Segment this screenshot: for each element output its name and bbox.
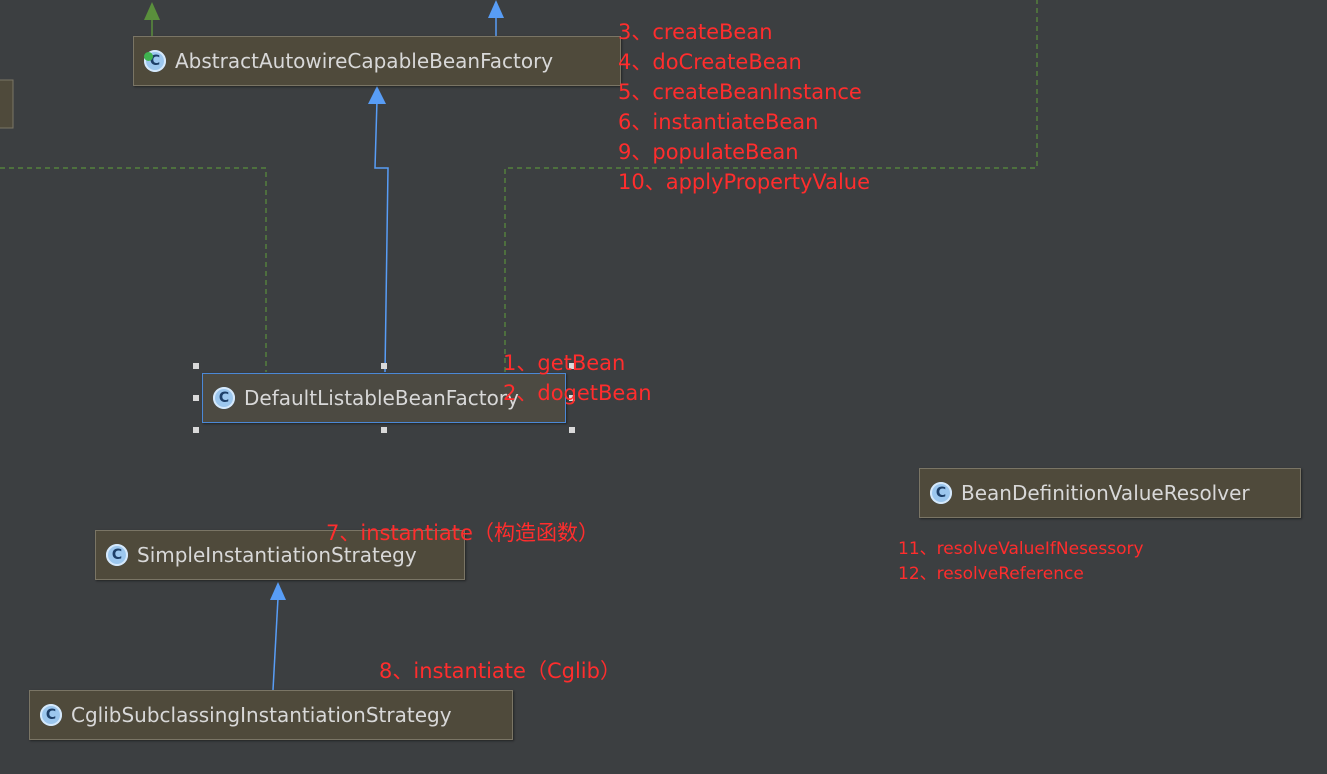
annotation-simple-strategy-step: 7、instantiate（构造函数） — [326, 521, 599, 545]
class-icon: C — [106, 544, 128, 566]
selection-handle-top-left[interactable] — [193, 363, 199, 369]
annotation-step: 11、resolveValueIfNesessory — [898, 539, 1144, 559]
class-name: CglibSubclassingInstantiationStrategy — [71, 703, 452, 727]
blue-arrow-top-head — [488, 0, 504, 18]
selection-handle-top-middle[interactable] — [381, 363, 387, 369]
annotation-step: 12、resolveReference — [898, 564, 1084, 584]
selection-handle-bottom-right[interactable] — [569, 427, 575, 433]
annotation-step: 6、instantiateBean — [618, 110, 819, 134]
class-icon: C — [930, 482, 952, 504]
class-name: DefaultListableBeanFactory — [244, 386, 519, 410]
class-node-bean-definition-value-resolver[interactable]: C BeanDefinitionValueResolver — [919, 468, 1301, 518]
annotation-step: 1、getBean — [503, 351, 626, 375]
annotation-step: 10、applyPropertyValue — [618, 170, 871, 194]
dashed-link-right — [504, 0, 1038, 372]
class-node-cglib-subclassing-instantiation-strategy[interactable]: C CglibSubclassingInstantiationStrategy — [29, 690, 513, 740]
blue-arrow-strategy-head — [270, 582, 286, 600]
annotation-step: 2、dogetBean — [503, 381, 652, 405]
annotation-value-resolver-steps: 11、resolveValueIfNesessory 12、resolveRef… — [898, 537, 1144, 587]
selection-handle-bottom-left[interactable] — [193, 427, 199, 433]
annotation-step: 5、createBeanInstance — [618, 80, 862, 104]
blue-arrow-strategy-line — [272, 597, 279, 691]
class-node-simple-instantiation-strategy[interactable]: C SimpleInstantiationStrategy — [95, 530, 465, 580]
selection-handle-middle-left[interactable] — [193, 395, 199, 401]
abstract-class-icon: C — [143, 50, 166, 72]
green-arrow-head — [144, 2, 160, 20]
class-name: BeanDefinitionValueResolver — [961, 481, 1250, 505]
partial-node-left — [0, 79, 14, 129]
annotation-default-factory-steps: 1、getBean 2、dogetBean — [503, 348, 652, 408]
class-icon: C — [40, 704, 62, 726]
blue-arrow-extends-line — [374, 99, 389, 373]
class-name: AbstractAutowireCapableBeanFactory — [175, 49, 554, 73]
selection-handle-middle-right[interactable] — [569, 395, 575, 401]
class-name: SimpleInstantiationStrategy — [137, 543, 417, 567]
annotation-step: 9、populateBean — [618, 140, 799, 164]
class-node-abstract-autowire-capable-bean-factory[interactable]: C AbstractAutowireCapableBeanFactory — [133, 36, 621, 86]
annotation-step: 4、doCreateBean — [618, 50, 802, 74]
class-node-default-listable-bean-factory[interactable]: C DefaultListableBeanFactory — [202, 373, 566, 423]
blue-arrow-extends-head — [368, 86, 386, 104]
selection-handle-top-right[interactable] — [569, 363, 575, 369]
annotation-step: 3、createBean — [618, 20, 773, 44]
annotation-abstract-factory-steps: 3、createBean 4、doCreateBean 5、createBean… — [618, 17, 870, 197]
selection-handle-bottom-middle[interactable] — [381, 427, 387, 433]
class-icon: C — [213, 387, 235, 409]
dashed-link-left — [0, 167, 267, 372]
annotation-cglib-strategy-step: 8、instantiate（Cglib） — [379, 659, 621, 683]
